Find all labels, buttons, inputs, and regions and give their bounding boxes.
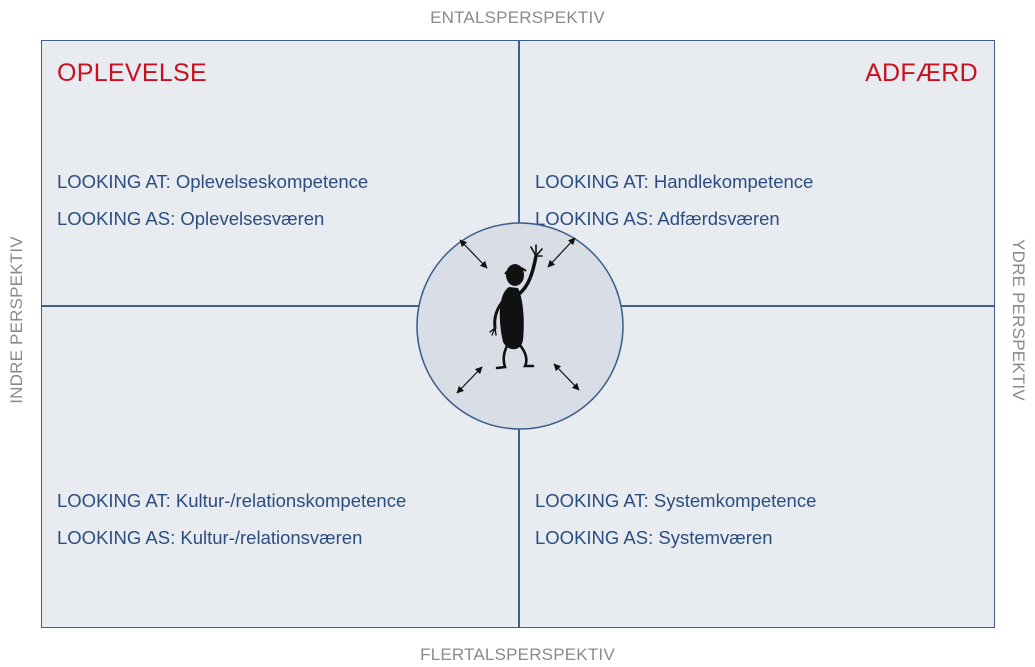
axis-label-left: INDRE PERSPEKTIV — [7, 236, 26, 404]
bottom-left-looking-at: LOOKING AT: Kultur-/relationskompetence — [57, 490, 407, 511]
bottom-left-looking-as: LOOKING AS: Kultur-/relationsværen — [57, 527, 363, 548]
axis-label-right: YDRE PERSPEKTIV — [1009, 239, 1028, 401]
top-right-looking-at: LOOKING AT: Handlekompetence — [535, 171, 814, 192]
bottom-right-looking-at: LOOKING AT: Systemkompetence — [535, 490, 817, 511]
axis-label-top: ENTALSPERSPEKTIV — [430, 8, 605, 27]
double-headed-arrow-icon — [459, 239, 488, 269]
quadrant-diagram: OPLEVELSE ADFÆRD LOOKING AT: Oplevelsesk… — [41, 40, 995, 628]
top-left-looking-as: LOOKING AS: Oplevelsesværen — [57, 208, 325, 229]
axis-label-bottom: FLERTALSPERSPEKTIV — [420, 645, 615, 664]
double-headed-arrow-icon — [456, 366, 483, 394]
double-headed-arrow-icon — [547, 237, 576, 268]
quadrant-title-top-left: OPLEVELSE — [57, 59, 208, 87]
quadrant-title-top-right: ADFÆRD — [865, 59, 978, 87]
top-right-looking-as: LOOKING AS: Adfærdsværen — [535, 208, 780, 229]
waving-person-icon — [489, 244, 543, 370]
center-circle — [416, 222, 624, 430]
bottom-right-looking-as: LOOKING AS: Systemværen — [535, 527, 773, 548]
double-headed-arrow-icon — [553, 363, 580, 391]
top-left-looking-at: LOOKING AT: Oplevelseskompetence — [57, 171, 369, 192]
